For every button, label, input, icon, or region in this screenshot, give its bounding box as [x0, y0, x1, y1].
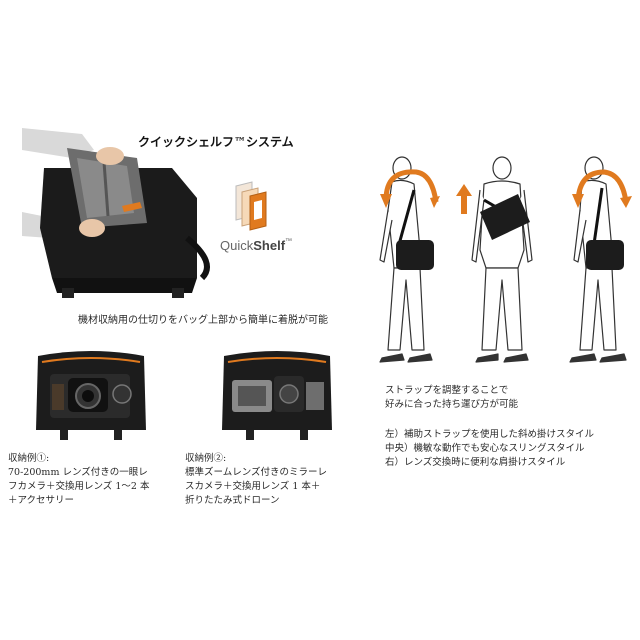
- example-2-text: 収納例②: 標準ズームレンズ付きのミラーレ スカメラ＋交換用レンズ 1 本＋ 折…: [185, 453, 328, 506]
- quickshelf-logo-icon: [232, 180, 272, 232]
- strap-intro-text: ストラップを調整することで 好みに合った持ち運び方が可能: [385, 385, 519, 410]
- bag-example-1-photo: [32, 350, 150, 442]
- example-1-text: 収納例①: 70-200mm レンズ付きの一眼レ フカメラ＋交換用レンズ 1〜2…: [8, 453, 150, 506]
- carry-styles-illustration: [372, 150, 634, 372]
- bag-example-2-photo: [218, 350, 336, 442]
- quickshelf-title: クイックシェルフ™システム: [138, 135, 294, 149]
- strap-styles-text: 左）補助ストラップを使用した斜め掛けスタイル 中央）機敏な動作でも安心なスリング…: [385, 429, 595, 468]
- quickshelf-caption: 機材収納用の仕切りをバッグ上部から簡単に着脱が可能: [78, 315, 328, 326]
- quickshelf-logo-text: QuickShelf™: [220, 238, 293, 253]
- shoulder-arrow-icon: [383, 169, 439, 203]
- bag-shelf-photo: [22, 128, 217, 306]
